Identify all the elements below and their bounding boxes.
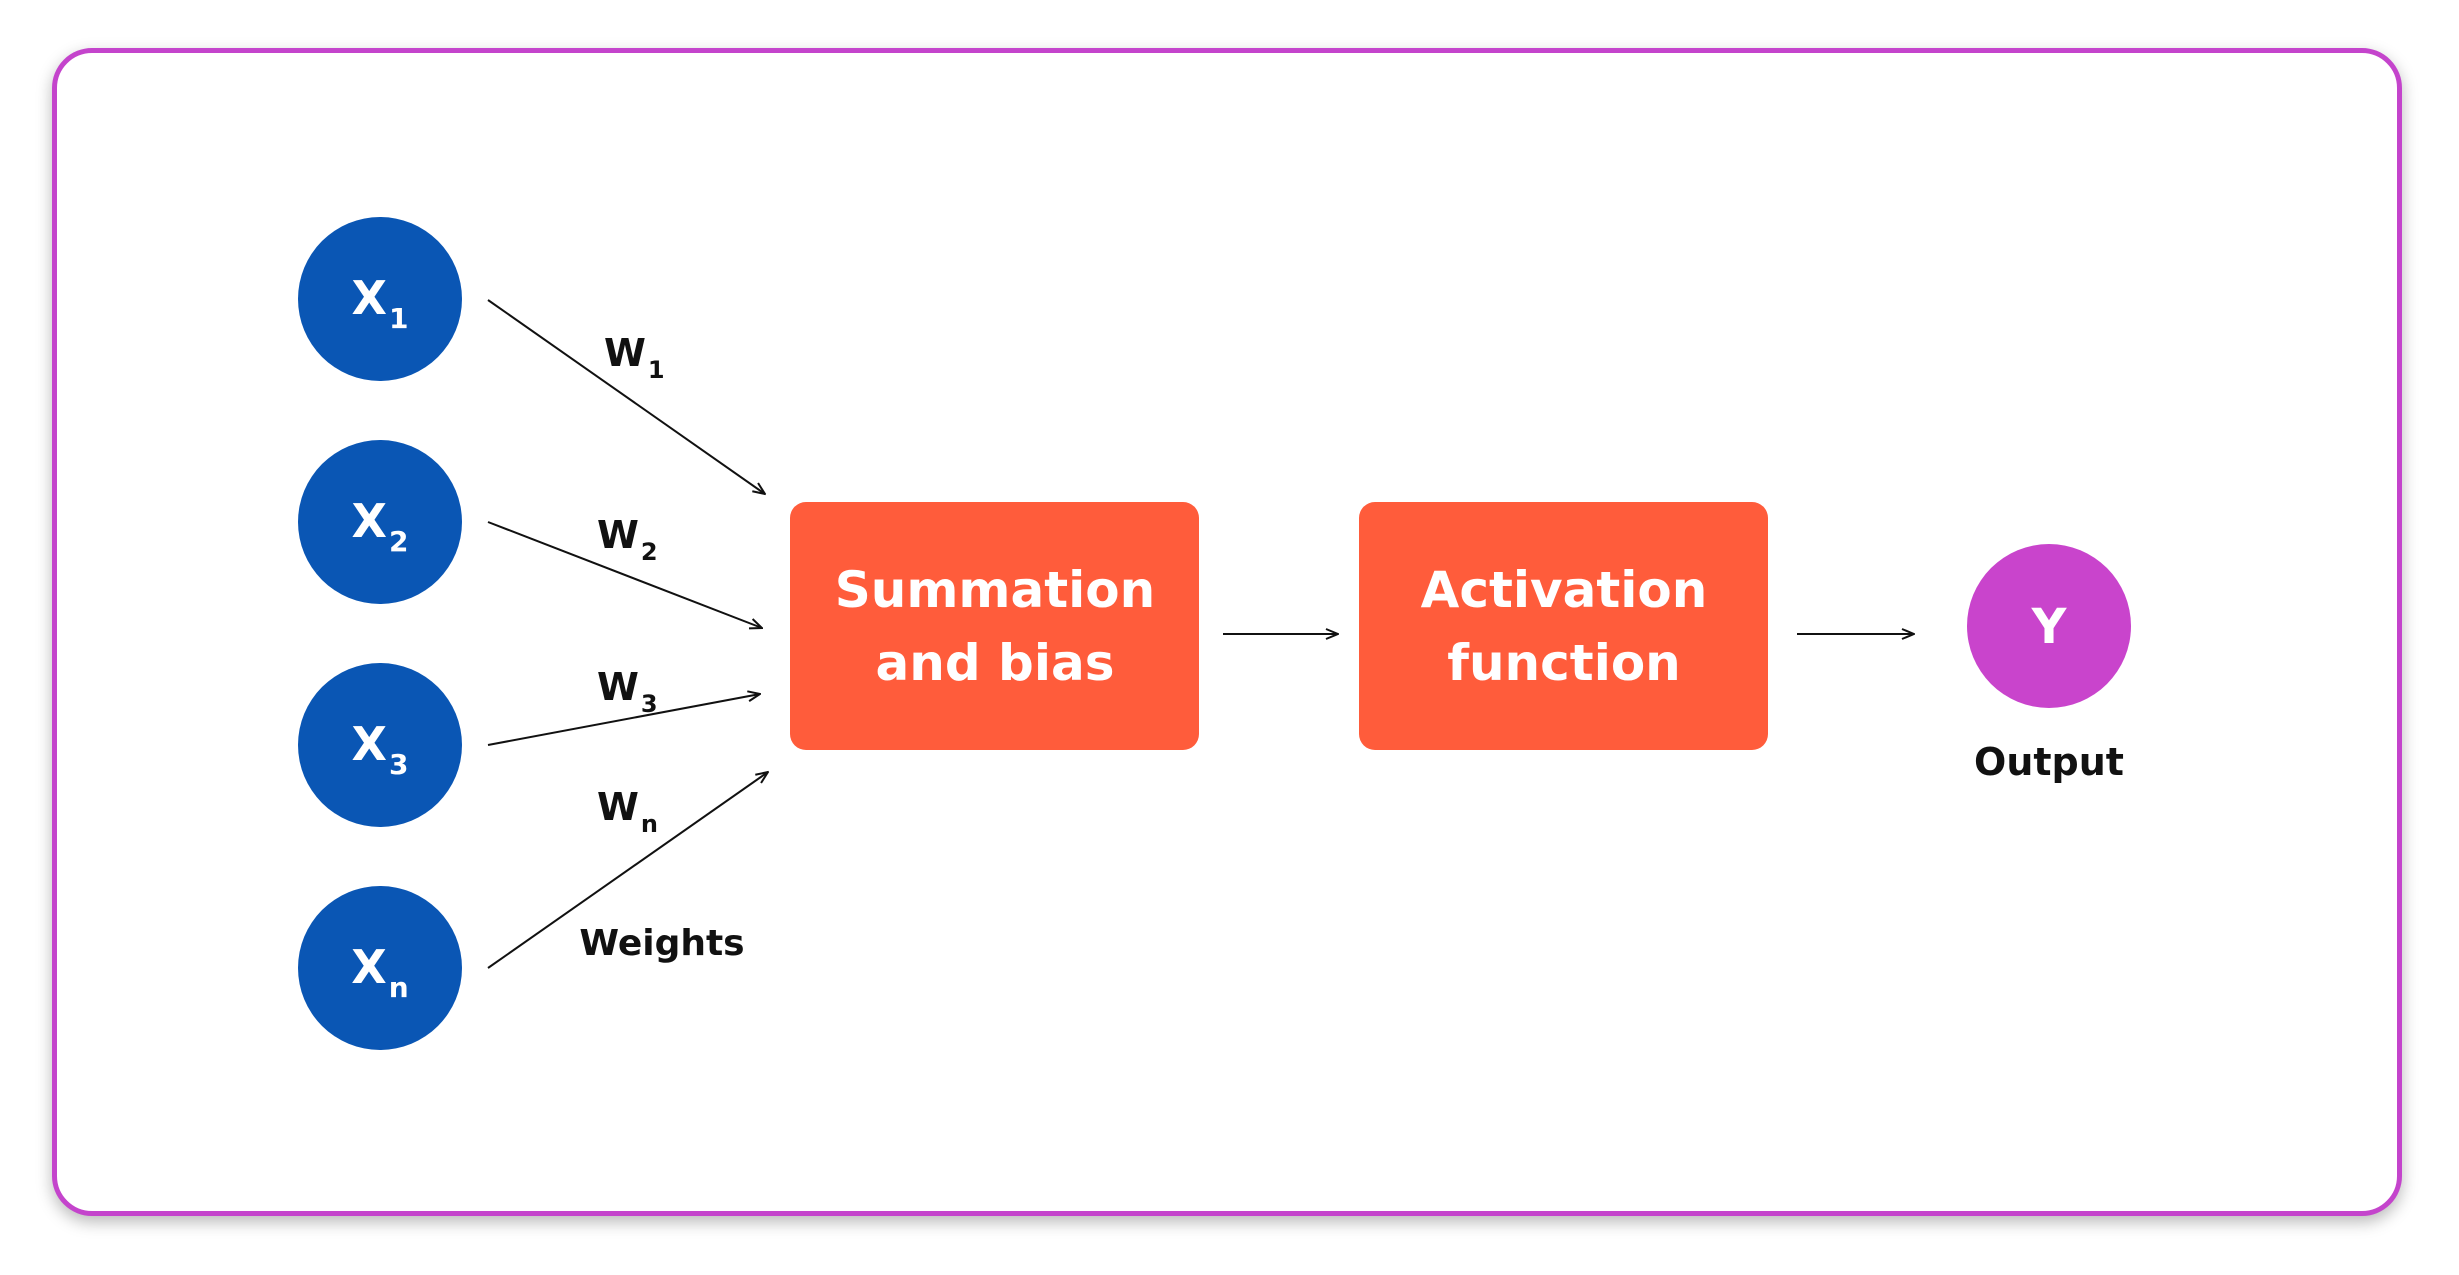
weight-label-w3: W3: [597, 665, 658, 718]
output-caption: Output: [1974, 740, 2124, 784]
summation-label-line2: and bias: [876, 634, 1115, 692]
input-x1-base: X: [352, 271, 387, 325]
weight-arrow-2: [487, 521, 762, 628]
summation-label-line1: Summation: [835, 561, 1156, 619]
svg-text:X1: X1: [352, 271, 409, 335]
activation-label-line1: Activation: [1421, 561, 1708, 619]
activation-function-box: Activation function: [1359, 502, 1768, 750]
weight-label-w2: W2: [597, 513, 658, 566]
weight-label-wn: Wn: [597, 785, 658, 838]
input-node-x2: X2: [298, 440, 462, 604]
weight-arrow-1: [487, 299, 765, 494]
weight-label-w1: W1: [604, 331, 665, 384]
input-xn-sub: n: [389, 971, 409, 1004]
input-x2-sub: 2: [389, 525, 408, 558]
input-x3-sub: 3: [389, 748, 408, 781]
input-node-x1: X1: [298, 217, 462, 381]
input-xn-base: X: [351, 940, 386, 994]
input-node-xn: Xn: [298, 886, 462, 1050]
input-x2-base: X: [352, 494, 387, 548]
output-symbol: Y: [2031, 599, 2068, 655]
weight-arrow-3: [487, 694, 760, 746]
summation-bias-box: Summation and bias: [790, 502, 1199, 750]
svg-text:X2: X2: [352, 494, 409, 558]
svg-text:Xn: Xn: [351, 940, 408, 1004]
weights-caption: Weights: [579, 923, 744, 964]
input-node-x3: X3: [298, 663, 462, 827]
weight-arrow-n: [487, 772, 768, 969]
input-x3-base: X: [352, 717, 387, 771]
svg-text:X3: X3: [352, 717, 409, 781]
output-node-y: Y: [1967, 544, 2131, 708]
activation-label-line2: function: [1447, 634, 1681, 692]
input-x1-sub: 1: [389, 302, 408, 335]
